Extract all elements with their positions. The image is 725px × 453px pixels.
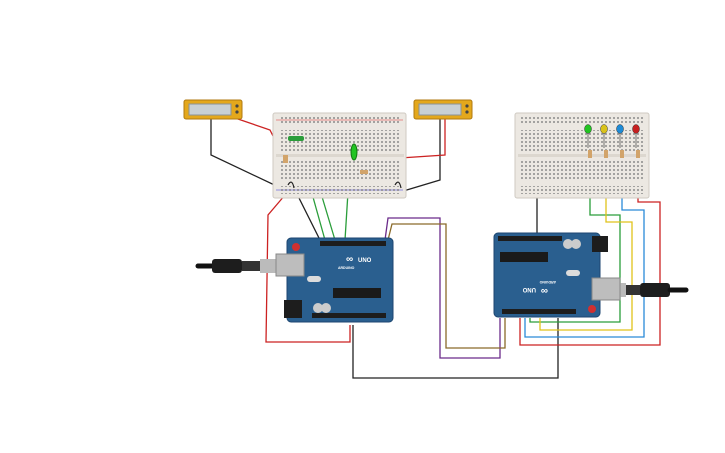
wire-led-yellow[interactable] xyxy=(539,170,633,331)
resistor-led-3[interactable] xyxy=(620,150,624,158)
wire-led-green[interactable] xyxy=(529,170,621,323)
led-green-left[interactable] xyxy=(350,143,358,161)
led-green[interactable] xyxy=(584,124,592,134)
led-resistors xyxy=(588,150,640,158)
arduino-uno-left[interactable]: ∞ UNO ARDUINO xyxy=(275,237,394,323)
lcd-display-right[interactable] xyxy=(413,99,473,120)
wire-brown[interactable] xyxy=(387,223,506,349)
board-model-right: UNO xyxy=(522,286,536,292)
resistor-led-1[interactable] xyxy=(588,150,592,158)
led-red[interactable] xyxy=(632,124,640,134)
board-brand-left: ARDUINO xyxy=(338,266,355,270)
led-blue[interactable] xyxy=(616,124,624,134)
wire-lcd1-red[interactable] xyxy=(234,117,276,141)
resistor-led-4[interactable] xyxy=(636,150,640,158)
board-model-left: UNO xyxy=(358,258,372,264)
breadboard-right[interactable] xyxy=(514,112,650,199)
potentiometer-left[interactable] xyxy=(288,136,304,141)
wire-purple[interactable] xyxy=(384,217,501,359)
board-logo-left: ∞ xyxy=(346,254,353,265)
board-logo-right: ∞ xyxy=(541,285,548,296)
lcd-display-left[interactable] xyxy=(183,99,243,120)
resistor-led-2[interactable] xyxy=(604,150,608,158)
board-brand-right: ARDUINO xyxy=(539,280,556,284)
usb-cable-left[interactable] xyxy=(195,259,276,273)
led-row xyxy=(584,124,640,148)
arduino-uno-right[interactable]: ∞ UNO ARDUINO xyxy=(493,232,621,318)
resistor-left-2[interactable] xyxy=(360,170,368,174)
resistor-left-1[interactable] xyxy=(283,155,288,163)
breadboard-left[interactable] xyxy=(272,112,407,199)
led-yellow[interactable] xyxy=(600,124,608,134)
wire-lcd2-black[interactable] xyxy=(399,118,441,193)
breadboard-left-components xyxy=(283,136,402,189)
wire-led-blue[interactable] xyxy=(524,170,645,338)
wire-left-red-power[interactable] xyxy=(265,194,351,343)
wire-black-link[interactable] xyxy=(352,318,559,379)
usb-cable-right[interactable] xyxy=(612,283,689,297)
